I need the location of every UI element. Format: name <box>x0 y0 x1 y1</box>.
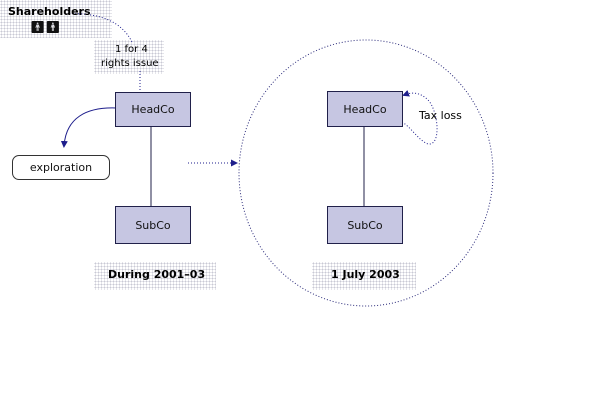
rights-issue-label-bg <box>94 40 164 74</box>
left-headco-box: HeadCo <box>115 92 191 127</box>
period-label: During 2001–03 <box>108 268 206 281</box>
group-circle <box>238 39 494 307</box>
period-label-bg <box>94 262 216 290</box>
left-subco-box: SubCo <box>115 206 191 244</box>
shareholders-label-bg <box>0 0 112 38</box>
right-headco-box: HeadCo <box>327 91 403 127</box>
shareholders-curve <box>65 13 133 43</box>
shareholders-label: Shareholders <box>8 5 91 18</box>
two-people-icon: 🚹︎🚹︎ <box>30 20 61 34</box>
right-subco-box: SubCo <box>327 206 403 244</box>
tax-loss-label: Tax loss <box>419 109 462 122</box>
rights-issue-line2: rights issue <box>101 58 159 69</box>
exploration-pill: exploration <box>12 155 110 180</box>
date-label: 1 July 2003 <box>331 268 400 281</box>
tax-loss-loop <box>401 89 438 145</box>
exploration-arrow <box>60 107 117 148</box>
date-label-bg <box>312 262 416 290</box>
rights-issue-line1: 1 for 4 <box>115 44 148 55</box>
